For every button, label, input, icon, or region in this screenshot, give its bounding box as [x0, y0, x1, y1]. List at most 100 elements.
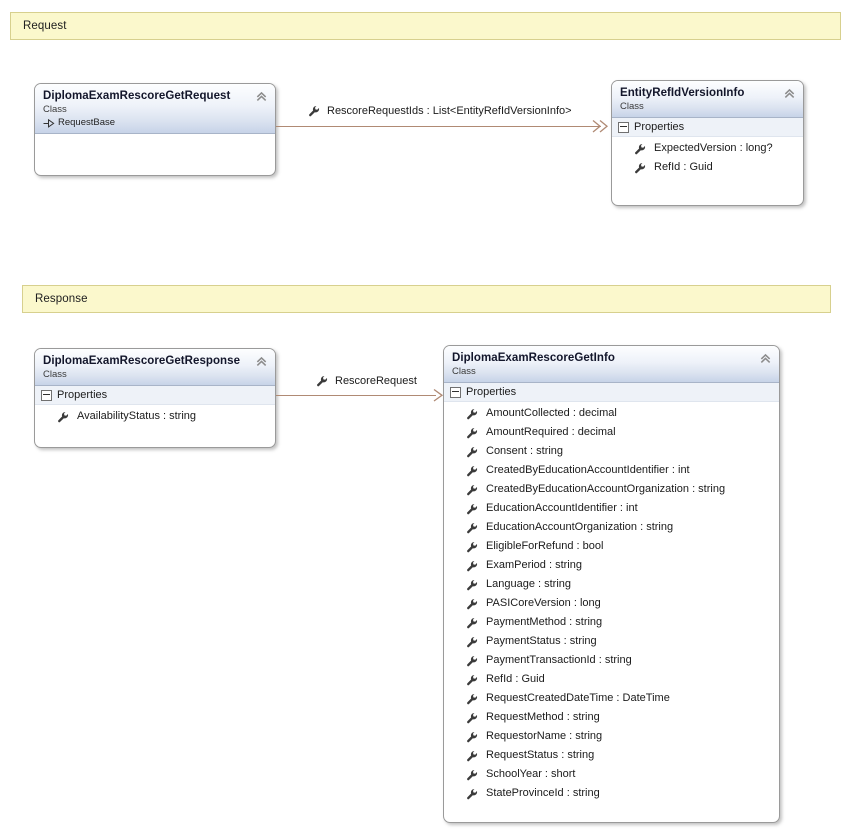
- compartment-properties-header[interactable]: Properties: [612, 118, 803, 137]
- association-label: RescoreRequest: [335, 375, 417, 387]
- class-title: EntityRefIdVersionInfo: [620, 87, 745, 99]
- chevron-up-double-icon[interactable]: [759, 352, 772, 365]
- list-item[interactable]: SchoolYear : short: [444, 765, 779, 784]
- wrench-icon: [467, 674, 478, 685]
- member-label: EducationAccountIdentifier : int: [486, 502, 638, 514]
- wrench-icon: [309, 106, 320, 117]
- list-item[interactable]: PASICoreVersion : long: [444, 594, 779, 613]
- arrow-head-double-icon: [592, 119, 609, 133]
- member-label: CreatedByEducationAccountIdentifier : in…: [486, 464, 690, 476]
- association-rescore-request[interactable]: RescoreRequest: [276, 368, 446, 402]
- member-label: ExamPeriod : string: [486, 559, 582, 571]
- minus-box-icon[interactable]: [618, 121, 629, 133]
- list-item[interactable]: EligibleForRefund : bool: [444, 537, 779, 556]
- wrench-icon: [467, 617, 478, 628]
- member-label: EducationAccountOrganization : string: [486, 521, 674, 533]
- member-label: Language : string: [486, 578, 572, 590]
- chevron-up-double-icon[interactable]: [783, 87, 796, 100]
- minus-box-icon[interactable]: [450, 386, 461, 398]
- association-label: RescoreRequestIds : List<EntityRefIdVers…: [327, 105, 572, 117]
- list-item[interactable]: PaymentTransactionId : string: [444, 651, 779, 670]
- list-item[interactable]: RequestCreatedDateTime : DateTime: [444, 689, 779, 708]
- list-item[interactable]: PaymentStatus : string: [444, 632, 779, 651]
- wrench-icon: [467, 712, 478, 723]
- wrench-icon: [467, 750, 478, 761]
- minus-box-icon[interactable]: [41, 389, 52, 401]
- class-body: Properties ExpectedVersion : long? RefId…: [612, 118, 803, 182]
- list-item[interactable]: CreatedByEducationAccountOrganization : …: [444, 480, 779, 499]
- wrench-icon: [467, 693, 478, 704]
- class-stereotype: Class: [452, 366, 476, 377]
- member-label: AvailabilityStatus : string: [77, 410, 197, 422]
- class-box-diploma-exam-rescore-get-response[interactable]: DiplomaExamRescoreGetResponse Class Prop…: [34, 348, 276, 448]
- class-title: DiplomaExamRescoreGetInfo: [452, 352, 615, 364]
- class-box-diploma-exam-rescore-get-info[interactable]: DiplomaExamRescoreGetInfo Class Properti…: [443, 345, 780, 823]
- member-label: Consent : string: [486, 445, 564, 457]
- list-item[interactable]: Language : string: [444, 575, 779, 594]
- wrench-icon: [635, 143, 646, 154]
- wrench-icon: [467, 579, 478, 590]
- class-title: DiplomaExamRescoreGetResponse: [43, 355, 241, 367]
- class-header: EntityRefIdVersionInfo Class: [612, 81, 803, 118]
- section-banner-request[interactable]: Request: [10, 12, 841, 40]
- list-item[interactable]: ExpectedVersion : long?: [612, 139, 803, 158]
- class-body-empty: [35, 134, 275, 168]
- wrench-icon: [467, 788, 478, 799]
- member-label: RequestStatus : string: [486, 749, 595, 761]
- association-line: [276, 126, 601, 127]
- list-item[interactable]: PaymentMethod : string: [444, 613, 779, 632]
- list-item[interactable]: AmountCollected : decimal: [444, 404, 779, 423]
- list-item[interactable]: AmountRequired : decimal: [444, 423, 779, 442]
- chevron-up-double-icon[interactable]: [255, 355, 268, 368]
- list-item[interactable]: StateProvinceId : string: [444, 784, 779, 803]
- class-header: DiplomaExamRescoreGetRequest Class Reque…: [35, 84, 275, 134]
- class-body: Properties AvailabilityStatus : string: [35, 386, 275, 431]
- association-line: [276, 395, 436, 396]
- member-label: SchoolYear : short: [486, 768, 576, 780]
- class-stereotype: Class: [620, 101, 644, 112]
- wrench-icon: [467, 541, 478, 552]
- list-item[interactable]: EducationAccountIdentifier : int: [444, 499, 779, 518]
- list-item[interactable]: RefId : Guid: [444, 670, 779, 689]
- member-label: ExpectedVersion : long?: [654, 142, 773, 154]
- member-label: AmountCollected : decimal: [486, 407, 617, 419]
- compartment-properties-header[interactable]: Properties: [444, 383, 779, 402]
- list-item[interactable]: RequestorName : string: [444, 727, 779, 746]
- section-banner-label: Response: [35, 293, 88, 305]
- class-box-entity-ref-id-version-info[interactable]: EntityRefIdVersionInfo Class Properties …: [611, 80, 804, 206]
- member-label: CreatedByEducationAccountOrganization : …: [486, 483, 726, 495]
- list-item[interactable]: RequestStatus : string: [444, 746, 779, 765]
- class-box-diploma-exam-rescore-get-request[interactable]: DiplomaExamRescoreGetRequest Class Reque…: [34, 83, 276, 176]
- list-item[interactable]: EducationAccountOrganization : string: [444, 518, 779, 537]
- wrench-icon: [467, 522, 478, 533]
- member-label: PaymentMethod : string: [486, 616, 603, 628]
- list-item[interactable]: AvailabilityStatus : string: [35, 407, 275, 426]
- wrench-icon: [467, 655, 478, 666]
- member-label: EligibleForRefund : bool: [486, 540, 604, 552]
- member-label: RequestCreatedDateTime : DateTime: [486, 692, 670, 704]
- list-item[interactable]: CreatedByEducationAccountIdentifier : in…: [444, 461, 779, 480]
- section-banner-label: Request: [23, 20, 67, 32]
- list-item[interactable]: Consent : string: [444, 442, 779, 461]
- list-item[interactable]: RequestMethod : string: [444, 708, 779, 727]
- compartment-properties-header[interactable]: Properties: [35, 386, 275, 405]
- wrench-icon: [467, 427, 478, 438]
- list-item[interactable]: ExamPeriod : string: [444, 556, 779, 575]
- member-list: ExpectedVersion : long? RefId : Guid: [612, 137, 803, 182]
- section-banner-response[interactable]: Response: [22, 285, 831, 313]
- wrench-icon: [467, 769, 478, 780]
- list-item[interactable]: RefId : Guid: [612, 158, 803, 177]
- member-label: RefId : Guid: [486, 673, 545, 685]
- class-title: DiplomaExamRescoreGetRequest: [43, 90, 231, 102]
- wrench-icon: [467, 598, 478, 609]
- association-rescore-request-ids[interactable]: RescoreRequestIds : List<EntityRefIdVers…: [276, 100, 612, 136]
- compartment-label: Properties: [466, 386, 517, 398]
- inheritance-arrow-icon: [43, 118, 55, 128]
- chevron-up-double-icon[interactable]: [255, 90, 268, 103]
- wrench-icon: [467, 408, 478, 419]
- member-label: AmountRequired : decimal: [486, 426, 616, 438]
- class-stereotype: Class: [43, 369, 67, 380]
- wrench-icon: [467, 503, 478, 514]
- member-label: StateProvinceId : string: [486, 787, 600, 799]
- wrench-icon: [635, 162, 646, 173]
